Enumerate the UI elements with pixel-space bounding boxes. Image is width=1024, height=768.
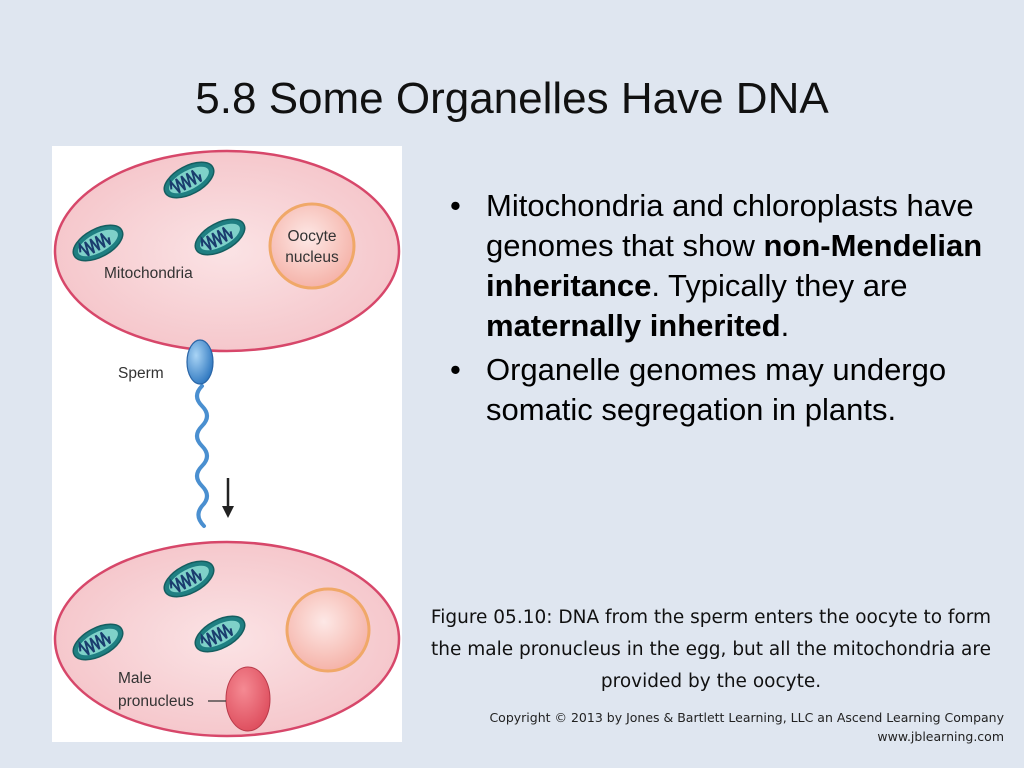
publisher-url: www.jblearning.com	[877, 729, 1004, 744]
oocyte-nucleus-label: Oocyte	[287, 228, 336, 245]
bullet-list: •Mitochondria and chloroplasts have geno…	[446, 186, 986, 434]
bullet-item: •Mitochondria and chloroplasts have geno…	[450, 188, 983, 343]
figure-caption: Figure 05.10: DNA from the sperm enters …	[430, 607, 992, 692]
oocyte-cell	[53, 149, 401, 353]
bullet-dot: •	[450, 352, 461, 387]
bullet-dot: •	[450, 188, 461, 223]
oocyte-nucleus	[268, 202, 356, 290]
male-pronucleus-label: pronucleus	[118, 693, 194, 710]
sperm-label: Sperm	[118, 365, 164, 382]
male-pronucleus	[225, 666, 271, 732]
oocyte-nucleus	[285, 587, 371, 673]
down-arrow-icon	[222, 506, 234, 518]
figure-illustration: Mitochondria Oocyte nucleus Sperm Male p…	[52, 146, 402, 742]
sperm-tail	[195, 384, 209, 528]
mitochondria-label: Mitochondria	[104, 265, 193, 282]
copyright-line: Copyright © 2013 by Jones & Bartlett Lea…	[489, 710, 1004, 725]
slide-title: 5.8 Some Organelles Have DNA	[195, 74, 829, 123]
copyright-notice: Copyright © 2013 by Jones & Bartlett Lea…	[489, 708, 1004, 746]
bullet-item: •Organelle genomes may undergo somatic s…	[450, 352, 947, 427]
oocyte-nucleus-label: nucleus	[285, 249, 339, 266]
sperm-head	[186, 339, 214, 385]
male-pronucleus-label: Male	[118, 670, 152, 687]
